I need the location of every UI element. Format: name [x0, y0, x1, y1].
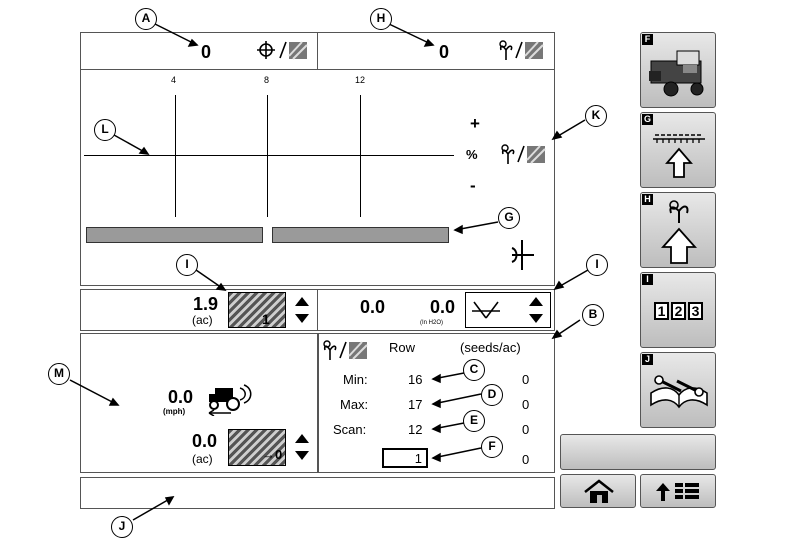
callout-i-left: I [176, 254, 198, 276]
callout-m: M [48, 363, 70, 385]
side-button-planter-up[interactable]: G [640, 112, 716, 188]
top-right-value: 0 [439, 42, 450, 62]
area2-arrow-number: 0 [275, 447, 283, 462]
graph-plus: + [470, 114, 480, 133]
table-row-value: 0 [522, 397, 530, 412]
table-row-label: Scan: [333, 422, 367, 437]
manual-wrench-icon [650, 375, 708, 409]
graph-line-12 [360, 95, 361, 217]
top-right-panel [317, 32, 555, 70]
top-left-panel [80, 32, 318, 70]
callout-a: A [135, 8, 157, 30]
area-unit: (ac) [192, 313, 213, 327]
table-header-units: (seeds/ac) [460, 340, 521, 355]
vacuum-select-button[interactable] [465, 292, 551, 328]
side-button-seed-up[interactable]: H [640, 192, 716, 268]
callout-g: G [498, 207, 520, 229]
tractor-radar-icon [208, 384, 252, 416]
graph-tick-8: 8 [264, 75, 270, 85]
area2-spinner[interactable] [292, 430, 314, 464]
row-input-field[interactable]: 1 [382, 448, 428, 468]
area2-arrow-label: →0 [262, 447, 283, 462]
area-spinner[interactable] [292, 293, 314, 327]
side-empty-button[interactable] [560, 434, 716, 470]
callout-l: L [94, 119, 116, 141]
side-letter-g: G [642, 114, 653, 125]
graph-percent: % [466, 147, 478, 162]
speed-unit: (mph) [163, 407, 186, 416]
graph-line-8 [267, 95, 268, 217]
table-row-number: 17 [408, 397, 423, 412]
crosshair-seed-icon [257, 41, 308, 60]
combine-icon [649, 50, 704, 97]
area-counter-number: 1 [262, 311, 270, 327]
callout-j: J [111, 516, 133, 538]
row-number-box-1: 1 [654, 302, 669, 320]
graph-tick-12: 12 [355, 75, 366, 85]
graph-line-4 [175, 95, 176, 217]
table-row-number: 16 [408, 372, 423, 387]
table-row-value: 0 [522, 422, 530, 437]
menu-up-button[interactable] [640, 474, 716, 508]
graph-tick-4: 4 [171, 75, 177, 85]
home-button[interactable] [560, 474, 636, 508]
area-counter-button[interactable] [228, 292, 286, 328]
side-letter-f: F [642, 34, 653, 45]
table-header-row: Row [389, 340, 416, 355]
row-section-bar-right [272, 227, 449, 243]
row-section-bar-left [86, 227, 263, 243]
table-row-label: Max: [340, 397, 369, 412]
side-button-machine[interactable]: F [640, 32, 716, 108]
area-value: 1.9 [193, 294, 219, 314]
table-row-label: Min: [343, 372, 368, 387]
planter-raise-icon [653, 134, 705, 178]
side-letter-j: J [642, 354, 653, 365]
side-letter-h: H [642, 194, 653, 205]
callout-c: C [463, 359, 485, 381]
area2-value: 0.0 [192, 431, 218, 451]
callout-f: F [481, 436, 503, 458]
planter-sections-icon [511, 240, 534, 270]
pressure-right-value: 0.0 [430, 297, 456, 317]
speed-value: 0.0 [168, 387, 194, 407]
sprout-seed-icon [323, 340, 368, 360]
graph-baseline [84, 155, 454, 156]
callout-e: E [463, 410, 485, 432]
callout-i-right: I [586, 254, 608, 276]
menu-up-icon [656, 483, 699, 501]
callout-h: H [370, 8, 392, 30]
row-input-value: 1 [414, 451, 422, 466]
row-input-right: 0 [522, 452, 530, 467]
row-number-box-2: 2 [671, 302, 686, 320]
area2-unit: (ac) [192, 452, 213, 466]
row-number-box-3: 3 [688, 302, 703, 320]
graph-minus: - [470, 176, 476, 195]
seedling-raise-icon [660, 200, 698, 264]
message-bar [80, 477, 555, 509]
home-icon [584, 479, 614, 503]
side-button-setup[interactable]: J [640, 352, 716, 428]
side-button-row-numbers[interactable]: I 1 2 3 [640, 272, 716, 348]
top-left-value: 0 [201, 42, 212, 62]
row-graph-panel [80, 69, 555, 286]
vacuum-gauge-icon [472, 301, 500, 319]
callout-d: D [481, 384, 503, 406]
pressure-unit: (In H2O) [420, 320, 444, 326]
table-row-value: 0 [522, 372, 530, 387]
callout-k: K [585, 105, 607, 127]
sprout-seed-icon [501, 144, 546, 164]
pressure-left-value: 0.0 [360, 297, 386, 317]
table-row-number: 12 [408, 422, 423, 437]
sprout-seed-icon [499, 40, 544, 60]
callout-b: B [582, 304, 604, 326]
area2-counter-button[interactable] [228, 429, 286, 466]
side-letter-i: I [642, 274, 653, 285]
